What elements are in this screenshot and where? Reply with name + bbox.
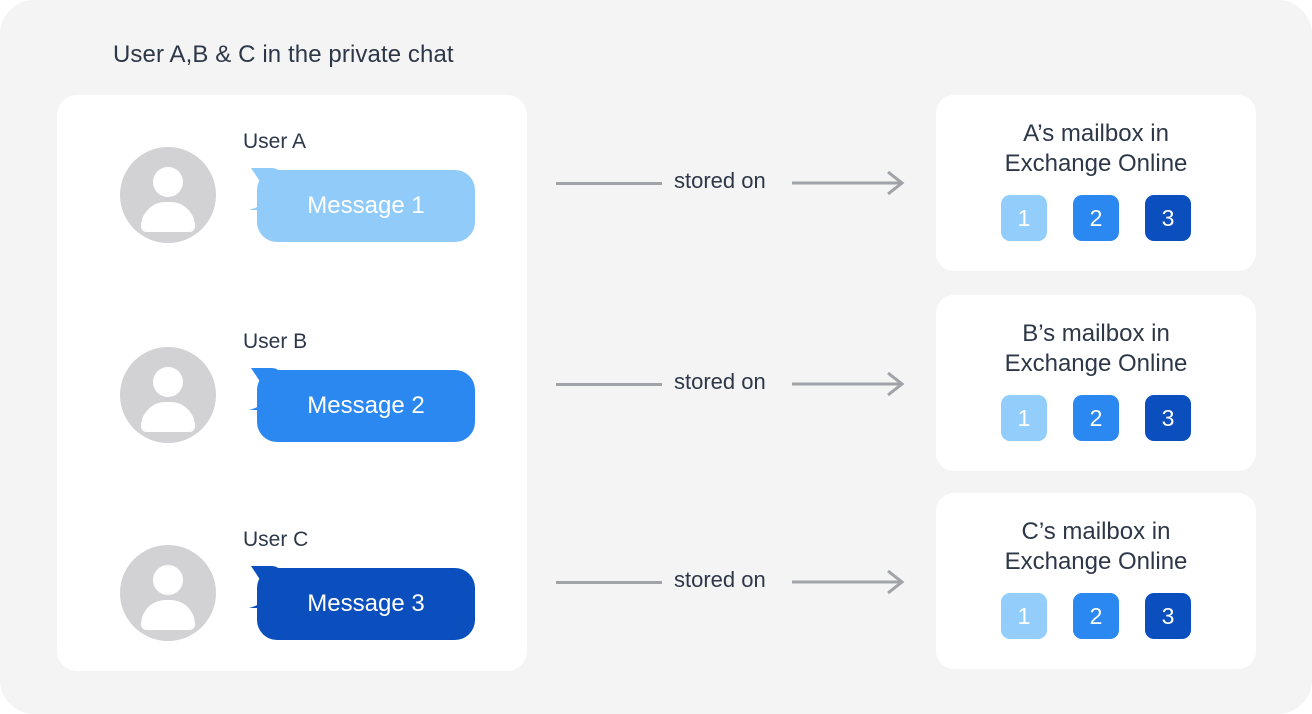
mailbox-title-line1: C’s mailbox in bbox=[1021, 518, 1171, 545]
mailbox-title-line2: Exchange Online bbox=[1004, 548, 1188, 575]
message-badge: 3 bbox=[1145, 195, 1191, 241]
message-badge: 2 bbox=[1073, 395, 1119, 441]
message-bubble: Message 3 bbox=[257, 568, 475, 640]
message-badge-label: 3 bbox=[1161, 404, 1175, 431]
connector: stored on bbox=[556, 562, 908, 602]
mailbox-title: A’s mailbox in Exchange Online bbox=[936, 119, 1256, 179]
connector-line-segment bbox=[556, 383, 662, 386]
mailbox-title-line2: Exchange Online bbox=[1004, 150, 1188, 177]
message-bubble-wrap: Message 2 bbox=[245, 366, 475, 442]
chat-row: User C Message 3 bbox=[57, 521, 527, 666]
connector-label: stored on bbox=[674, 567, 766, 592]
person-icon-body bbox=[141, 202, 195, 232]
person-icon-head bbox=[153, 367, 183, 397]
mailbox-card: A’s mailbox in Exchange Online 1 2 3 bbox=[936, 95, 1256, 271]
chat-row: User A Message 1 bbox=[57, 123, 527, 268]
message-badge: 3 bbox=[1145, 593, 1191, 639]
user-name-label: User B bbox=[243, 330, 308, 353]
message-bubble: Message 1 bbox=[257, 170, 475, 242]
message-badge-label: 2 bbox=[1089, 204, 1103, 231]
user-name-label: User A bbox=[243, 130, 307, 153]
mailbox-title-line1: A’s mailbox in bbox=[1023, 120, 1169, 147]
message-badge-label: 1 bbox=[1017, 204, 1031, 231]
message-badge-label: 1 bbox=[1017, 602, 1031, 629]
person-icon-body bbox=[141, 600, 195, 630]
message-badge-row: 1 2 3 bbox=[936, 395, 1256, 441]
message-badge-label: 3 bbox=[1161, 204, 1175, 231]
connector: stored on bbox=[556, 163, 908, 203]
message-badge-label: 1 bbox=[1017, 404, 1031, 431]
connector-label: stored on bbox=[674, 369, 766, 394]
person-icon-body bbox=[141, 402, 195, 432]
message-bubble: Message 2 bbox=[257, 370, 475, 442]
user-name-label: User C bbox=[243, 528, 309, 551]
mailbox-title-line2: Exchange Online bbox=[1004, 350, 1188, 377]
connector-label: stored on bbox=[674, 168, 766, 193]
message-badge: 1 bbox=[1001, 593, 1047, 639]
page-title: User A,B & C in the private chat bbox=[113, 41, 454, 68]
mailbox-card: B’s mailbox in Exchange Online 1 2 3 bbox=[936, 295, 1256, 471]
avatar bbox=[120, 545, 216, 641]
chat-row: User B Message 2 bbox=[57, 323, 527, 468]
message-badge: 2 bbox=[1073, 195, 1119, 241]
message-badge: 1 bbox=[1001, 395, 1047, 441]
message-text: Message 3 bbox=[307, 590, 425, 617]
message-bubble-wrap: Message 3 bbox=[245, 564, 475, 640]
message-badge-row: 1 2 3 bbox=[936, 593, 1256, 639]
message-badge: 3 bbox=[1145, 395, 1191, 441]
message-badge: 2 bbox=[1073, 593, 1119, 639]
mailbox-title: B’s mailbox in Exchange Online bbox=[936, 319, 1256, 379]
avatar bbox=[120, 147, 216, 243]
message-badge-label: 3 bbox=[1161, 602, 1175, 629]
arrow-right-icon bbox=[792, 167, 908, 199]
arrow-right-icon bbox=[792, 368, 908, 400]
avatar bbox=[120, 347, 216, 443]
person-icon-head bbox=[153, 565, 183, 595]
arrow-right-icon bbox=[792, 566, 908, 598]
connector: stored on bbox=[556, 364, 908, 404]
message-bubble-wrap: Message 1 bbox=[245, 166, 475, 242]
person-icon-head bbox=[153, 167, 183, 197]
connector-line-segment bbox=[556, 581, 662, 584]
private-chat-panel: User A Message 1 User B M bbox=[57, 95, 527, 671]
mailbox-title-line1: B’s mailbox in bbox=[1022, 320, 1170, 347]
message-text: Message 2 bbox=[307, 392, 425, 419]
message-badge: 1 bbox=[1001, 195, 1047, 241]
mailbox-title: C’s mailbox in Exchange Online bbox=[936, 517, 1256, 577]
message-badge-label: 2 bbox=[1089, 602, 1103, 629]
connector-line-segment bbox=[556, 182, 662, 185]
message-badge-row: 1 2 3 bbox=[936, 195, 1256, 241]
message-text: Message 1 bbox=[307, 192, 425, 219]
mailbox-card: C’s mailbox in Exchange Online 1 2 3 bbox=[936, 493, 1256, 669]
message-badge-label: 2 bbox=[1089, 404, 1103, 431]
